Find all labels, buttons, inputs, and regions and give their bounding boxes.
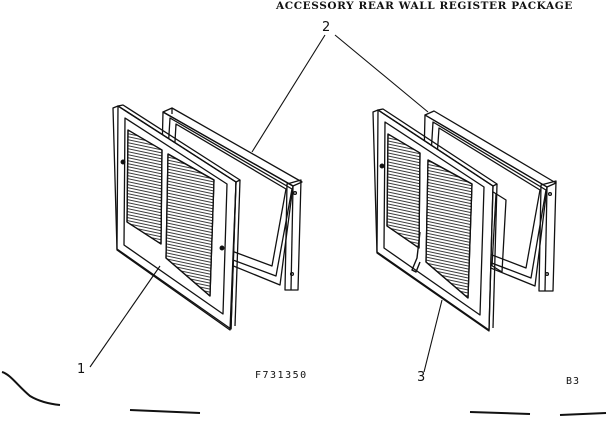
leader-lines	[89, 34, 443, 373]
leader-3	[423, 299, 443, 373]
leader-2-left	[251, 34, 326, 153]
leader-1	[89, 265, 161, 368]
leader-2-right	[334, 34, 429, 113]
figure-number: F731350	[255, 370, 308, 381]
callout-3: 3	[417, 370, 426, 385]
callout-1: 1	[77, 362, 86, 377]
diagram-title: ACCESSORY REAR WALL REGISTER PACKAGE	[276, 0, 573, 12]
left-grille	[112, 104, 241, 331]
page-reference: B3	[566, 376, 581, 387]
scan-marks	[1, 371, 607, 416]
right-grille	[372, 108, 498, 332]
callout-2: 2	[322, 20, 331, 35]
